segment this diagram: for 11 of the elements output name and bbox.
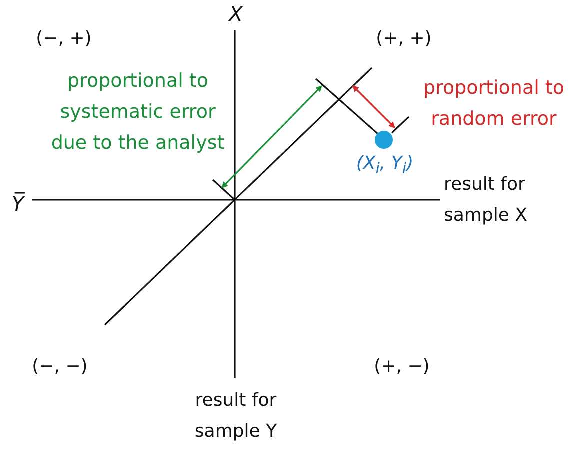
axis-label: X (229, 0, 243, 28)
quadrant-label: (+, −) (374, 354, 430, 378)
quadrant-label: (−, +) (36, 26, 92, 50)
quadrant-label: (+, +) (376, 26, 432, 50)
axis-title: result for sample Y (194, 389, 278, 444)
annotation-text: proportional to random error (422, 76, 566, 132)
annotation-text: proportional to systematic error due to the analyst (50, 68, 226, 156)
axis-label: Y̅ (12, 190, 24, 218)
point-label: (X$_{i}$, Y$_{i}$) (356, 152, 414, 180)
quadrant-label: (−, −) (32, 354, 88, 378)
axis-title: result for sample X (444, 173, 528, 228)
